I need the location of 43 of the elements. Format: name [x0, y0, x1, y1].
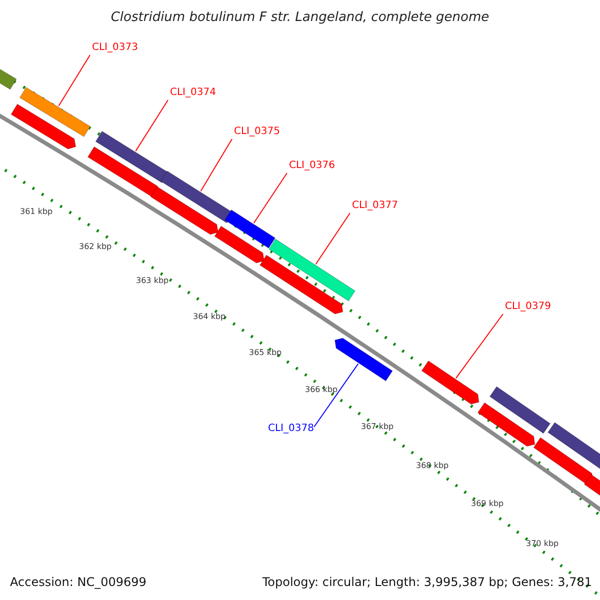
tick-label: 363 kbp [136, 277, 169, 285]
pointed-gene-feature [150, 186, 218, 235]
gene-label: CLI_0374 [170, 88, 216, 98]
tick-label: 370 kbp [526, 540, 559, 548]
tick-label: 367 kbp [361, 423, 394, 431]
gene-label: CLI_0377 [352, 201, 398, 211]
tick-label: 362 kbp [79, 243, 112, 251]
gene-label: CLI_0378 [268, 424, 314, 434]
pointed-gene-feature [421, 360, 480, 404]
gene-label: CLI_0376 [289, 161, 335, 171]
leader-line [135, 100, 168, 152]
pointed-gene-feature [260, 254, 344, 314]
accession-text: Accession: NC_009699 [10, 576, 146, 588]
gene-label: CLI_0379 [505, 302, 551, 312]
leader-line [314, 363, 359, 428]
leader-line [253, 172, 288, 224]
gene-feature [95, 130, 169, 184]
gene-feature [268, 238, 356, 302]
pointed-gene-feature [87, 146, 160, 197]
pointed-gene-feature [533, 437, 594, 484]
gene-feature [224, 210, 276, 248]
pointed-gene-feature [334, 338, 393, 382]
pointed-gene-feature [10, 104, 76, 150]
tick-label: 364 kbp [193, 313, 226, 321]
tick-label: 365 kbp [249, 349, 282, 357]
leader-line [315, 212, 350, 265]
gene-feature [547, 422, 600, 470]
tick-label: 368 kbp [416, 462, 449, 470]
gene-label: CLI_0373 [92, 43, 138, 53]
tick-label: 369 kbp [471, 500, 504, 508]
pointed-gene-feature [214, 226, 264, 264]
gene-feature [0, 66, 17, 90]
gene-label: CLI_0375 [234, 127, 280, 137]
gene-feature [19, 86, 91, 138]
leader-line [58, 54, 90, 107]
genome-stats-text: Topology: circular; Length: 3,995,387 bp; Genes: 3,781 [262, 576, 592, 588]
title: Clostridium botulinum F str. Langeland, complete genome [110, 11, 490, 24]
tick-label: 361 kbp [20, 208, 53, 216]
tick-label: 366 kbp [305, 386, 338, 394]
pointed-gene-feature [477, 402, 536, 447]
gene-feature [489, 386, 551, 434]
leader-line [200, 138, 232, 192]
leader-line [455, 314, 504, 379]
